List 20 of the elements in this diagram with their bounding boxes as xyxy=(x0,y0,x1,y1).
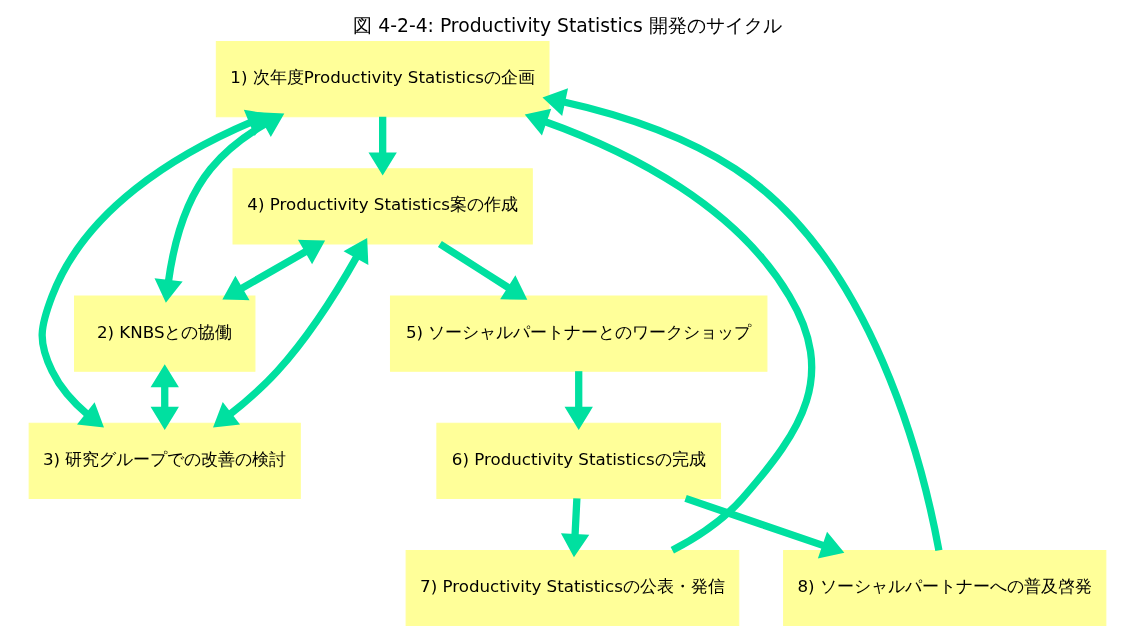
arrow xyxy=(437,240,527,300)
node-box: 6) Productivity Statisticsの完成 xyxy=(435,422,721,499)
arrow xyxy=(524,108,815,554)
node-box: 8) ソーシャルパートナーへの普及啓発 xyxy=(782,549,1106,627)
node-box: 7) Productivity Statisticsの公表・発信 xyxy=(405,549,739,627)
arrow xyxy=(564,371,593,430)
arrow xyxy=(541,88,942,552)
arrow xyxy=(212,237,368,428)
arrow xyxy=(221,239,325,301)
arrow xyxy=(154,112,284,303)
node-box: 4) Productivity Statistics案の作成 xyxy=(232,168,533,245)
arrow xyxy=(368,116,397,176)
arrow xyxy=(560,498,589,558)
node-box: 2) KNBSとの協働 xyxy=(73,295,255,372)
node-box: 5) ソーシャルパートナーとのワークショップ xyxy=(389,295,767,372)
arrow xyxy=(683,494,844,559)
node-box: 1) 次年度Productivity Statisticsの企画 xyxy=(215,41,549,118)
diagram-title: 図 4-2-4: Productivity Statistics 開発のサイクル xyxy=(352,14,782,36)
node-box: 3) 研究グループでの改善の検討 xyxy=(28,422,301,499)
arrow xyxy=(150,364,179,430)
